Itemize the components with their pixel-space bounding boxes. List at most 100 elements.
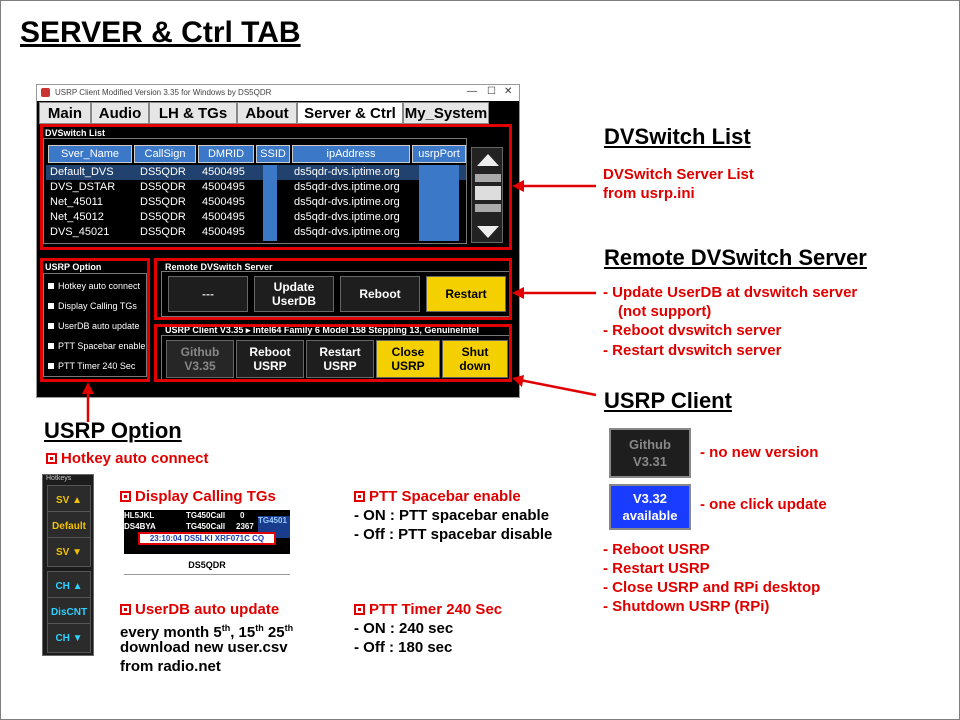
tab-about[interactable]: About	[237, 102, 297, 124]
checkbox-icon	[46, 453, 57, 464]
tab-bar: Main Audio LH & TGs About Server & Ctrl …	[39, 102, 489, 124]
tg-row: HL5JKL	[124, 511, 155, 520]
restart-server-button[interactable]: Restart	[426, 276, 506, 312]
page-title: SERVER & Ctrl TAB	[20, 16, 301, 49]
client-item-reboot: - Reboot USRP	[603, 541, 710, 558]
dvswitch-list-heading: DVSwitch List	[604, 124, 751, 149]
dvswitch-list-desc-2: from usrp.ini	[603, 185, 695, 202]
option-ptt-timer-240[interactable]: PTT Timer 240 Sec	[48, 356, 148, 376]
tab-my-system[interactable]: My_System	[403, 102, 489, 124]
remote-server-heading: Remote DVSwitch Server	[604, 245, 867, 270]
tab-main[interactable]: Main	[39, 102, 91, 124]
usrp-client-heading: USRP Client	[604, 388, 732, 413]
usrp-option-heading: USRP Option	[44, 418, 182, 443]
userdb-auto-update-label: UserDB auto update	[120, 600, 279, 619]
tg-footer-line	[124, 574, 290, 575]
column-header-callsign[interactable]: CallSign	[134, 145, 196, 163]
column-header-sver-name[interactable]: Sver_Name	[48, 145, 132, 163]
table-row[interactable]: Net_45011 DS5QDR 4500495 ds5qdr-dvs.ipti…	[50, 196, 400, 208]
checkbox-icon	[120, 604, 131, 615]
ssid-column-fill	[263, 165, 277, 241]
scroll-track-segment	[475, 174, 501, 182]
client-item-close: - Close USRP and RPi desktop	[603, 579, 821, 596]
ptt-timer-on: - ON : 240 sec	[354, 620, 454, 637]
column-header-ipaddress[interactable]: ipAddress	[292, 145, 410, 163]
tab-audio[interactable]: Audio	[91, 102, 149, 124]
table-row[interactable]: DVS_DSTAR DS5QDR 4500495 ds5qdr-dvs.ipti…	[50, 181, 400, 193]
scroll-thumb[interactable]	[475, 186, 501, 200]
usrp-client-group-label: USRP Client V3.35 ▸ Intel64 Family 6 Mod…	[165, 325, 479, 335]
ptt-spacebar-off: - Off : PTT spacebar disable	[354, 526, 553, 543]
userdb-source: from radio.net	[120, 658, 221, 675]
checkbox-icon	[120, 491, 131, 502]
remote-item-update: - Update UserDB at dvswitch server	[603, 284, 858, 301]
ptt-timer-label: PTT Timer 240 Sec	[354, 600, 502, 619]
highlight-remote-server	[154, 258, 512, 320]
option-list: Hotkey auto connect Display Calling TGs …	[48, 276, 148, 376]
client-item-restart: - Restart USRP	[603, 560, 710, 577]
column-header-ssid[interactable]: SSID	[256, 145, 290, 163]
column-header-usrpport[interactable]: usrpPort	[412, 145, 466, 163]
column-header-dmrid[interactable]: DMRID	[198, 145, 254, 163]
scroll-up-icon[interactable]	[476, 152, 500, 168]
display-calling-tgs-label: Display Calling TGs	[120, 487, 276, 506]
remote-server-group-label: Remote DVSwitch Server	[165, 262, 273, 272]
ptt-spacebar-on: - ON : PTT spacebar enable	[354, 507, 550, 524]
calling-tgs-sample: HL5JKL TG450Call 0 DS4BYA TG450Call 2367…	[124, 510, 290, 576]
highlight-usrp-client	[154, 324, 512, 382]
option-userdb-auto-update[interactable]: UserDB auto update	[48, 316, 148, 336]
tg-footer-callsign: DS5QDR	[188, 560, 226, 570]
tab-lh-tgs[interactable]: LH & TGs	[149, 102, 237, 124]
checkbox-icon	[354, 491, 365, 502]
userdb-download: download new user.csv	[120, 639, 288, 656]
checkbox-icon[interactable]	[48, 343, 54, 349]
tab-server-ctrl[interactable]: Server & Ctrl	[297, 102, 403, 124]
checkbox-icon[interactable]	[48, 363, 54, 369]
tg-popup: 23:10:04 DS5LKI XRF071C CQ	[138, 532, 276, 545]
checkbox-icon[interactable]	[48, 323, 54, 329]
minimize-icon[interactable]: —	[467, 86, 477, 97]
checkbox-icon[interactable]	[48, 283, 54, 289]
ptt-spacebar-label: PTT Spacebar enable	[354, 487, 521, 506]
option-ptt-spacebar-enable[interactable]: PTT Spacebar enable	[48, 336, 148, 356]
checkbox-icon[interactable]	[48, 303, 54, 309]
hotkey-sv-down-button[interactable]: SV ▼	[47, 537, 91, 567]
option-display-calling-tgs[interactable]: Display Calling TGs	[48, 296, 148, 316]
option-hotkey-auto-connect[interactable]: Hotkey auto connect	[48, 276, 148, 296]
usrp-option-group: Hotkey auto connect Display Calling TGs …	[43, 273, 147, 377]
usrp-option-group-label: USRP Option	[45, 262, 102, 272]
highlight-usrp-option	[40, 258, 150, 382]
table-row[interactable]: DVS_45021 DS5QDR 4500495 ds5qdr-dvs.ipti…	[50, 226, 400, 238]
no-new-version-text: - no new version	[700, 444, 819, 461]
dvswitch-list-desc-1: DVSwitch Server List	[603, 166, 754, 183]
list-scrollbar[interactable]	[471, 147, 503, 243]
client-item-shutdown: - Shutdown USRP (RPi)	[603, 598, 770, 615]
dvswitch-list-table: Sver_Name CallSign DMRID SSID ipAddress …	[43, 138, 467, 244]
window-title: USRP Client Modified Version 3.35 for Wi…	[55, 88, 272, 97]
scroll-down-icon[interactable]	[476, 224, 500, 240]
close-icon[interactable]: ✕	[504, 86, 513, 97]
remote-item-reboot: - Reboot dvswitch server	[603, 322, 782, 339]
dvswitch-group-label: DVSwitch List	[45, 128, 106, 138]
reboot-server-button[interactable]: Reboot	[340, 276, 420, 312]
maximize-icon[interactable]: ☐	[487, 86, 496, 97]
app-icon	[41, 88, 50, 97]
scroll-track-segment	[475, 204, 501, 212]
table-row[interactable]: Net_45012 DS5QDR 4500495 ds5qdr-dvs.ipti…	[50, 211, 400, 223]
checkbox-icon	[354, 604, 365, 615]
hotkey-auto-connect-label: Hotkey auto connect	[46, 449, 209, 468]
table-row[interactable]: Default_DVS DS5QDR 4500495 ds5qdr-dvs.ip…	[50, 166, 400, 178]
hotkey-discnt-button[interactable]: DisCNT	[47, 597, 91, 627]
ptt-timer-off: - Off : 180 sec	[354, 639, 453, 656]
hotkey-default-button[interactable]: Default	[47, 511, 91, 541]
hotkey-ch-down-button[interactable]: CH ▼	[47, 623, 91, 653]
remote-blank-button[interactable]: ---	[168, 276, 248, 312]
